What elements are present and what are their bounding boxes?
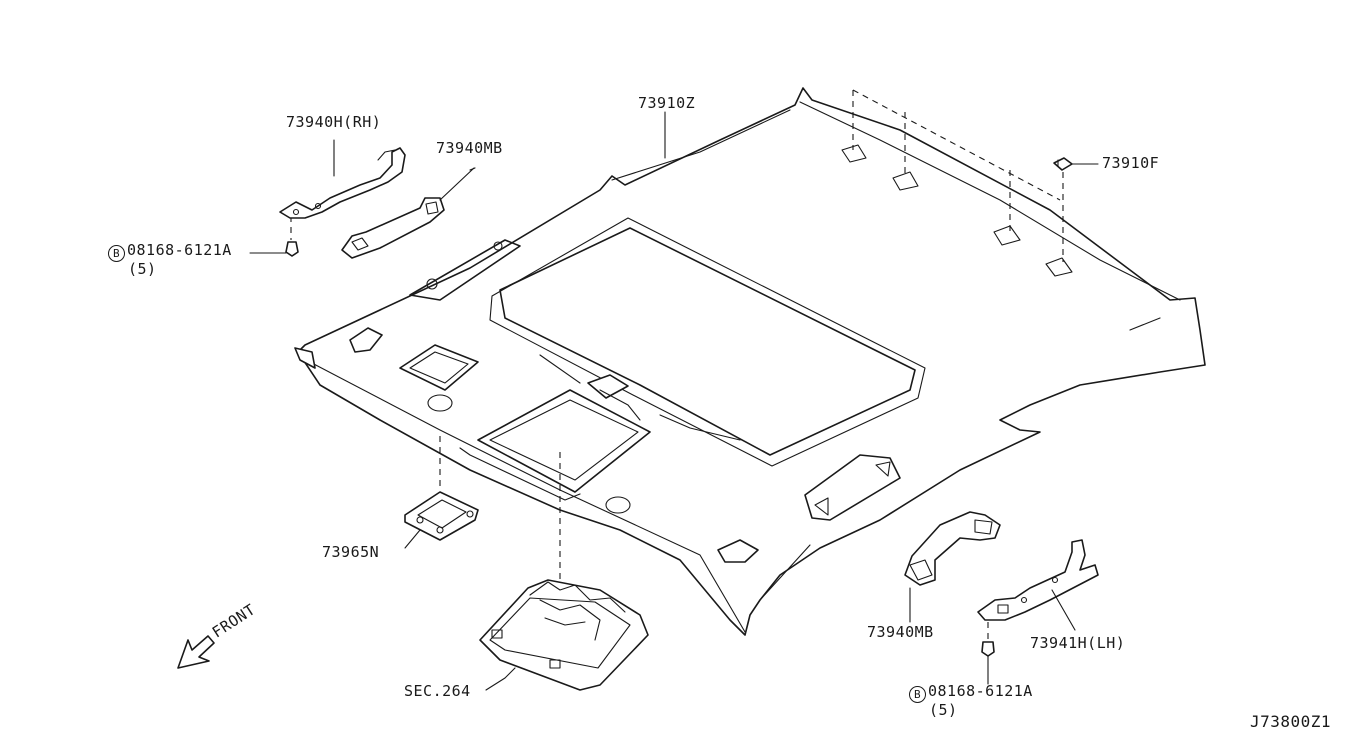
- bolt-upper: [249, 241, 299, 257]
- leader-lines: [469, 111, 666, 171]
- lamp-finisher: [404, 491, 479, 549]
- front-arrow-icon: [177, 635, 215, 669]
- clip-73910F: [1053, 157, 1099, 171]
- headlining-panel: [294, 87, 1206, 636]
- label-lamp-finisher: 73965N: [322, 543, 380, 561]
- drawing-number: J73800Z1: [1250, 712, 1332, 731]
- bolt-symbol-upper: B: [108, 245, 125, 262]
- label-assist-grip-lower: 73940MB: [867, 623, 934, 641]
- bolt-lower: [981, 622, 995, 685]
- bolt-number-lower: 08168-6121A: [928, 682, 1033, 700]
- assist-grip-upper: [341, 167, 475, 259]
- bracket-rh: [279, 139, 406, 219]
- label-map-lamp: SEC.264: [404, 682, 471, 700]
- bolt-symbol-lower: B: [909, 686, 926, 703]
- bracket-lh: [977, 539, 1099, 631]
- assist-grip-lower: [904, 511, 1001, 623]
- bolt-number-upper: 08168-6121A: [127, 241, 232, 259]
- label-headlining: 73910Z: [638, 94, 696, 112]
- label-assist-grip-upper: 73940MB: [436, 139, 503, 157]
- label-bolt-qty-upper: (5): [128, 260, 157, 278]
- label-bolt-qty-lower: (5): [929, 701, 958, 719]
- label-clip: 73910F: [1102, 154, 1160, 172]
- label-bracket-lh: 73941H(LH): [1030, 634, 1126, 652]
- map-lamp: [479, 579, 649, 691]
- label-bracket-rh: 73940H(RH): [286, 113, 382, 131]
